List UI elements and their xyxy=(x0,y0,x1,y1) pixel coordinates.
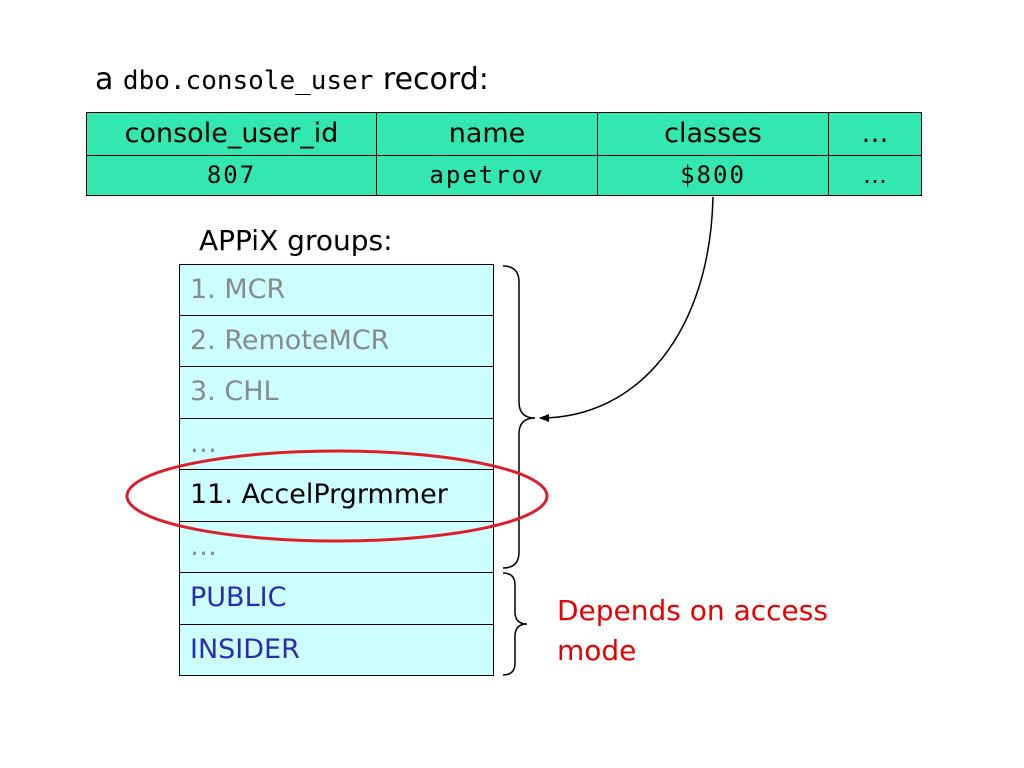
group-item-ellipsis-1: … xyxy=(179,418,494,470)
caption-prefix: a xyxy=(95,62,123,97)
table-row: 807 apetrov $800 … xyxy=(86,154,922,196)
caption-suffix: record: xyxy=(373,62,489,97)
groups-title: APPiX groups: xyxy=(199,224,393,257)
record-caption: a dbo.console_user record: xyxy=(95,62,489,97)
cell-name: apetrov xyxy=(376,154,598,196)
cell-ellipsis: … xyxy=(828,154,922,196)
group-item-chl: 3. CHL xyxy=(179,367,494,419)
header-classes: classes xyxy=(597,112,829,156)
table-name: dbo.console_user xyxy=(122,66,374,96)
record-table: console_user_id name classes … 807 apetr… xyxy=(86,112,922,196)
header-name: name xyxy=(376,112,598,156)
access-mode-brace xyxy=(502,572,528,676)
group-item-mcr: 1. MCR xyxy=(179,264,494,316)
cell-console-user-id: 807 xyxy=(86,154,377,196)
groups-list: 1. MCR 2. RemoteMCR 3. CHL … 11. AccelPr… xyxy=(179,264,494,676)
group-item-insider: INSIDER xyxy=(179,624,494,676)
group-item-accelprgrmmer: 11. AccelPrgrmmer xyxy=(179,470,494,522)
groups-brace xyxy=(502,265,536,569)
group-item-public: PUBLIC xyxy=(179,573,494,625)
table-header-row: console_user_id name classes … xyxy=(86,112,922,156)
group-item-remotemcr: 2. RemoteMCR xyxy=(179,315,494,367)
group-item-ellipsis-2: … xyxy=(179,521,494,573)
header-ellipsis: … xyxy=(828,112,922,156)
access-mode-note: Depends on access mode xyxy=(557,594,828,667)
highlight-ellipse xyxy=(125,449,549,543)
cell-classes: $800 xyxy=(597,154,829,196)
mapping-arrow xyxy=(539,196,714,422)
